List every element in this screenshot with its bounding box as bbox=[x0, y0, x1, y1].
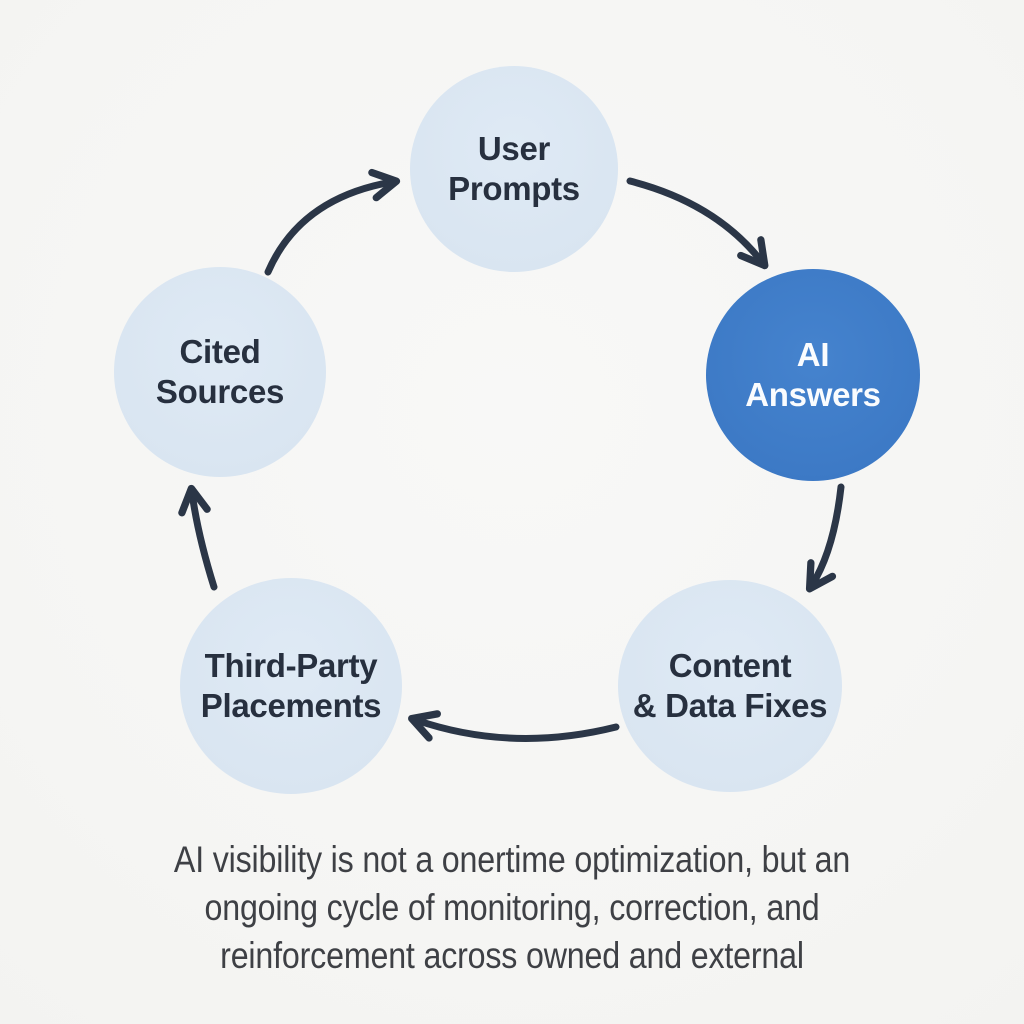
node-label-cited-sources: Cited Sources bbox=[155, 332, 285, 410]
arrow-third-party-to-cited-sources bbox=[178, 484, 218, 591]
cycle-node-user-prompts: User Prompts bbox=[410, 66, 618, 272]
node-label-third-party-placements: Third-Party Placements bbox=[200, 646, 382, 724]
node-label-ai-answers: AI Answers bbox=[745, 335, 881, 413]
arrow-user-prompts-to-ai-answers bbox=[626, 177, 769, 270]
cycle-node-third-party-placements: Third-Party Placements bbox=[180, 578, 402, 794]
caption-line-3: reinforcement across owned and external bbox=[220, 935, 804, 976]
arrow-content-data-fixes-to-third-party bbox=[408, 710, 620, 742]
cycle-node-cited-sources: Cited Sources bbox=[114, 267, 326, 477]
arrow-ai-answers-to-content-data-fixes bbox=[805, 483, 845, 593]
caption-line-1: AI visibility is not a onertime optimiza… bbox=[173, 839, 851, 880]
caption: AI visibility is not a onertime optimiza… bbox=[67, 836, 958, 980]
cycle-node-ai-answers: AI Answers bbox=[706, 269, 920, 481]
cycle-node-content-data-fixes: Content & Data Fixes bbox=[618, 580, 842, 792]
node-label-user-prompts: User Prompts bbox=[448, 129, 580, 207]
caption-line-2: ongoing cycle of monitoring, correction,… bbox=[204, 887, 820, 928]
arrow-cited-sources-to-user-prompts bbox=[264, 168, 401, 276]
node-label-content-data-fixes: Content & Data Fixes bbox=[632, 646, 828, 724]
